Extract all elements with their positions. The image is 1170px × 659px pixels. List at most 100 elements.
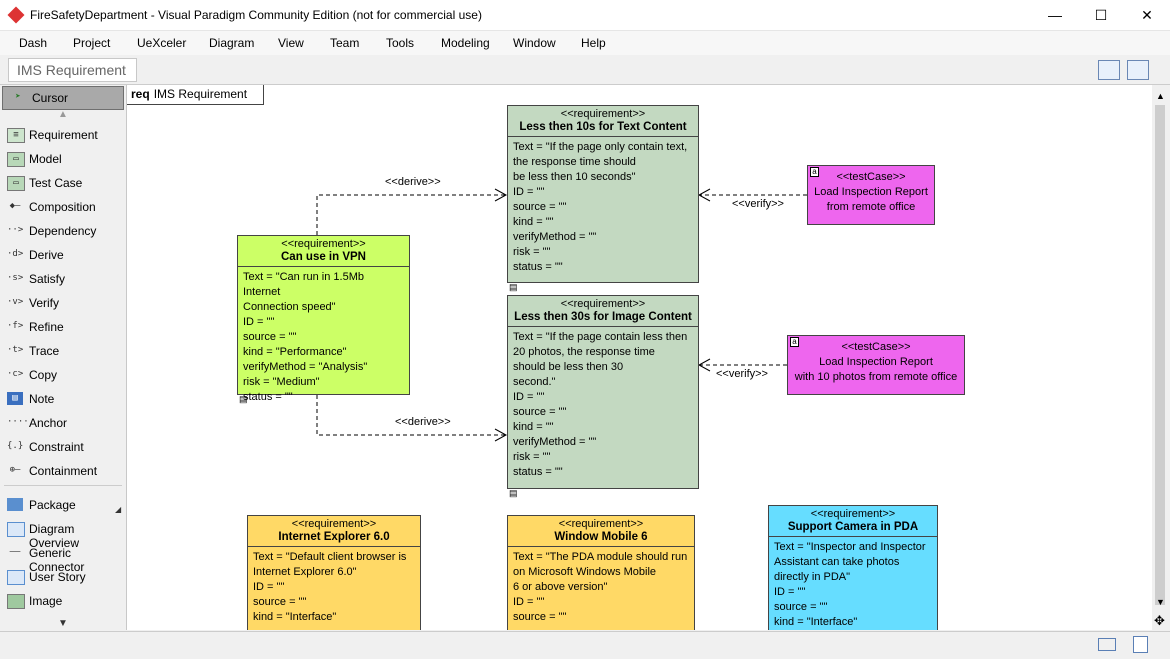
palette-dependency[interactable]: ··> Dependency — [7, 224, 97, 238]
arrowhead — [494, 188, 508, 202]
vertical-scrollbar[interactable]: ▲ ▼ ✥ — [1152, 85, 1169, 630]
requirement-camera-pda[interactable]: <<requirement>> Support Camera in PDA Te… — [768, 505, 938, 630]
requirement-properties: Text = "Can run in 1.5Mb Internet Connec… — [243, 271, 368, 403]
arrowhead — [697, 188, 711, 202]
title-bar: FireSafetyDepartment - Visual Paradigm C… — [0, 0, 1170, 31]
palette-satisfy[interactable]: ·s> Satisfy — [7, 272, 66, 286]
model-icon: ▭ — [7, 152, 25, 167]
palette-user-story[interactable]: User Story — [0, 566, 124, 588]
fit-diagram-icon[interactable] — [1098, 60, 1120, 80]
arrowhead — [697, 358, 711, 372]
menu-diagram[interactable]: Diagram — [209, 36, 255, 50]
edit-document-icon[interactable] — [1133, 636, 1148, 653]
diagram-navigator-icon[interactable] — [1127, 60, 1149, 80]
trace-icon: ·t> — [7, 345, 24, 355]
palette-test-case[interactable]: ▭ Test Case — [0, 172, 124, 194]
palette-requirement[interactable]: ≡ Requirement — [0, 124, 124, 146]
palette-model[interactable]: ▭ Model — [0, 148, 124, 170]
scroll-down-arrow-icon[interactable]: ▼ — [1156, 597, 1165, 607]
refine-icon: ·f> — [7, 321, 24, 331]
connector-layer — [316, 188, 807, 442]
test-case-a-mark: a — [810, 167, 819, 177]
menu-view[interactable]: View — [278, 36, 304, 50]
package-icon — [7, 498, 23, 511]
requirement-icon: ≡ — [7, 128, 25, 143]
test-case-a-mark: a — [790, 337, 799, 347]
mail-icon[interactable] — [1098, 638, 1116, 651]
requirement-image-content[interactable]: <<requirement>> Less then 30s for Image … — [507, 295, 699, 489]
menu-tools[interactable]: Tools — [386, 36, 415, 50]
palette-package[interactable]: Package — [0, 494, 124, 516]
menu-modeling[interactable]: Modeling — [441, 36, 490, 50]
derive-connector-top[interactable] — [316, 194, 505, 235]
requirement-properties: Text = "If the page contain less then 20… — [513, 331, 688, 478]
composition-icon: ◆— — [9, 201, 21, 211]
scroll-up-icon[interactable]: ▲ — [58, 109, 68, 120]
requirement-vpn[interactable]: <<requirement>> Can use in VPN Text = "C… — [237, 235, 410, 403]
dependency-icon: ··> — [7, 225, 24, 235]
palette-composition[interactable]: ◆— Composition — [0, 196, 124, 218]
palette-containment[interactable]: ⊕— Containment — [0, 460, 124, 482]
palette-generic-connector[interactable]: —— Generic Connector — [0, 542, 124, 574]
generic-connector-icon: —— — [9, 547, 21, 557]
pan-icon[interactable]: ✥ — [1154, 613, 1165, 628]
palette-trace[interactable]: ·t> Trace — [7, 344, 60, 358]
copy-icon: ·c> — [7, 369, 24, 379]
anchor-icon: ···· — [7, 417, 29, 427]
palette-refine[interactable]: ·f> Refine — [7, 320, 64, 334]
palette-note[interactable]: ▤ Note — [0, 388, 124, 410]
menu-window[interactable]: Window — [513, 36, 556, 50]
palette-verify[interactable]: ·v> Verify — [7, 296, 60, 310]
containment-icon: ⊕— — [9, 465, 21, 475]
requirement-text-content[interactable]: <<requirement>> Less then 10s for Text C… — [507, 105, 699, 283]
user-story-icon — [7, 570, 25, 585]
palette-image[interactable]: Image — [0, 590, 124, 612]
palette-cursor[interactable]: ➤ Cursor — [2, 86, 124, 110]
palette-divider — [4, 485, 122, 486]
expand-corner-icon: ◢ — [115, 505, 122, 514]
test-case-icon: ▭ — [7, 176, 25, 191]
diagram-name: IMS Requirement — [153, 87, 248, 101]
test-case-text-report[interactable]: a <<testCase>> Load Inspection Report fr… — [807, 165, 935, 225]
palette-diagram-overview[interactable]: Diagram Overview — [0, 518, 124, 550]
menu-help[interactable]: Help — [581, 36, 606, 50]
requirement-header: <<requirement>> Can use in VPN — [238, 236, 409, 267]
derive-label-bottom: <<derive>> — [395, 416, 451, 428]
close-button[interactable]: ✕ — [1141, 7, 1153, 23]
palette-derive[interactable]: ·d> Derive — [7, 248, 64, 262]
requirement-internet-explorer[interactable]: <<requirement>> Internet Explorer 6.0 Te… — [247, 515, 421, 630]
palette-copy[interactable]: ·c> Copy — [7, 368, 58, 382]
menu-bar: Dash Project UeXceler Diagram View Team … — [0, 31, 1170, 55]
requirement-properties: Text = "If the page only contain text, t… — [513, 141, 688, 273]
menu-dash[interactable]: Dash — [19, 36, 48, 50]
diagram-palette: ➤ Cursor ▲ ≡ Requirement ▭ Model ▭ Test … — [0, 85, 127, 630]
minimize-button[interactable]: — — [1048, 7, 1062, 23]
requirement-properties: Text = "The PDA module should run on Mic… — [513, 551, 688, 623]
app-logo-icon — [7, 6, 25, 24]
window-title: FireSafetyDepartment - Visual Paradigm C… — [30, 8, 482, 22]
document-icon: ▤ — [509, 282, 518, 292]
arrowhead — [494, 428, 508, 442]
palette-anchor[interactable]: ···· Anchor — [7, 416, 68, 430]
palette-constraint[interactable]: {.} Constraint — [7, 440, 84, 454]
maximize-button[interactable]: ☐ — [1094, 7, 1108, 23]
scrollbar-thumb[interactable] — [1155, 105, 1165, 605]
menu-uexceler[interactable]: UeXceler — [137, 36, 187, 50]
menu-team[interactable]: Team — [330, 36, 360, 50]
requirement-header: <<requirement>> Less then 10s for Text C… — [508, 106, 698, 137]
breadcrumb[interactable]: IMS Requirement — [8, 58, 137, 82]
verify-icon: ·v> — [7, 297, 24, 307]
test-case-photo-report[interactable]: a <<testCase>> Load Inspection Report wi… — [787, 335, 965, 395]
menu-project[interactable]: Project — [73, 36, 111, 50]
status-bar — [0, 631, 1170, 659]
scroll-up-arrow-icon[interactable]: ▲ — [1156, 91, 1165, 101]
requirement-window-mobile[interactable]: <<requirement>> Window Mobile 6 Text = "… — [507, 515, 695, 630]
image-icon — [7, 594, 25, 609]
diagram-overview-icon — [7, 522, 25, 537]
requirement-header: <<requirement>> Less then 30s for Image … — [508, 296, 698, 327]
satisfy-icon: ·s> — [7, 273, 24, 283]
requirement-properties: Text = "Default client browser is Intern… — [253, 551, 407, 623]
scroll-down-icon[interactable]: ▼ — [58, 618, 68, 629]
